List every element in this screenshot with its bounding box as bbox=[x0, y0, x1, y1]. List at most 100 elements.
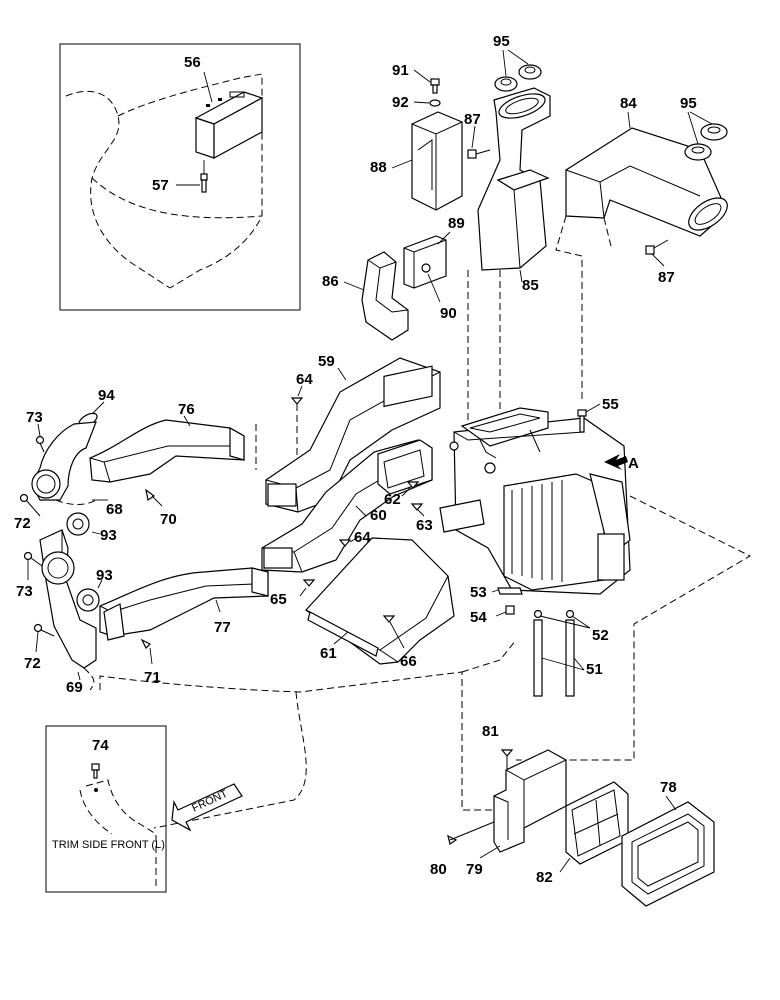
grommet-95-hole bbox=[691, 146, 705, 154]
leader bbox=[585, 403, 601, 413]
callout-73-top: 73 bbox=[26, 409, 43, 426]
assembly-line bbox=[461, 639, 517, 673]
left-duct-group: 73 94 68 72 93 76 70 6 bbox=[14, 387, 269, 696]
leader bbox=[491, 589, 499, 593]
callout-61: 61 bbox=[320, 645, 337, 662]
duct-88 bbox=[411, 111, 463, 211]
filter-case-79 bbox=[493, 749, 567, 853]
hvac-unit-edge bbox=[453, 431, 585, 441]
grommet-95 bbox=[684, 143, 712, 161]
grommet-95 bbox=[518, 64, 542, 80]
leader bbox=[91, 401, 105, 415]
evaporator-fins bbox=[511, 480, 563, 582]
washer-92 bbox=[429, 99, 441, 107]
duct-59-outlet bbox=[383, 365, 433, 408]
screw-70 bbox=[145, 488, 156, 501]
assembly-line bbox=[83, 667, 95, 691]
bolt-91-shank bbox=[432, 84, 438, 94]
leader bbox=[349, 535, 361, 543]
panel-outline-right bbox=[117, 73, 263, 289]
leader bbox=[183, 415, 191, 427]
leader bbox=[427, 273, 441, 303]
hvac-unit-top-port-inner bbox=[469, 413, 541, 433]
bracket-89 bbox=[403, 235, 447, 289]
screw-74-shank bbox=[93, 769, 98, 779]
screw-57-head bbox=[200, 173, 208, 181]
clamp-52 bbox=[533, 609, 543, 619]
leader bbox=[507, 49, 529, 65]
bolt-87 bbox=[645, 245, 655, 255]
leader bbox=[571, 615, 591, 629]
duct-84-edge bbox=[565, 165, 701, 197]
hvac-fitting bbox=[484, 462, 496, 474]
leader bbox=[539, 615, 591, 629]
duct-84 bbox=[565, 127, 723, 237]
leader bbox=[479, 845, 501, 859]
screw-64 bbox=[338, 539, 352, 547]
leader bbox=[413, 69, 431, 83]
callout-87-right: 87 bbox=[658, 269, 675, 286]
leader bbox=[299, 587, 307, 597]
duct-60-outlet bbox=[377, 439, 433, 495]
controller-button bbox=[218, 98, 222, 101]
leader bbox=[502, 49, 507, 77]
callout-93-bottom: 93 bbox=[96, 567, 113, 584]
screw-64 bbox=[290, 397, 304, 405]
screw-62 bbox=[406, 481, 420, 489]
leader bbox=[495, 611, 507, 617]
bolt-87-shank bbox=[653, 239, 669, 249]
callout-51: 51 bbox=[586, 661, 603, 678]
screw-90 bbox=[421, 263, 431, 273]
filter-frame-78-inner bbox=[631, 813, 705, 895]
drain-hose-51 bbox=[565, 619, 575, 697]
callout-92: 92 bbox=[392, 94, 409, 111]
grommet-95 bbox=[494, 76, 518, 92]
evaporator-core bbox=[503, 473, 605, 591]
trim-outline bbox=[85, 779, 157, 888]
grommet-93-hole bbox=[82, 594, 94, 606]
bolt-54 bbox=[505, 605, 515, 615]
clamp-52 bbox=[565, 609, 575, 619]
controller-button bbox=[206, 104, 210, 107]
hvac-unit-top-port bbox=[460, 407, 549, 447]
leader bbox=[519, 269, 523, 283]
leader bbox=[37, 423, 41, 437]
leader bbox=[541, 657, 585, 671]
inset-trim-side: 74 TRIM SIDE FRONT (L) bbox=[45, 725, 167, 893]
callout-71: 71 bbox=[144, 669, 161, 686]
filter-82-mesh bbox=[573, 813, 619, 835]
front-arrow-icon bbox=[171, 783, 243, 832]
leader bbox=[437, 231, 451, 245]
leader bbox=[389, 621, 405, 649]
duct-84-outlet bbox=[688, 197, 728, 231]
screw-57-shank bbox=[201, 179, 207, 193]
screw-74 bbox=[91, 763, 100, 771]
hvac-pipes bbox=[479, 429, 541, 459]
callout-65: 65 bbox=[270, 591, 287, 608]
inset-caption: TRIM SIDE FRONT (L) bbox=[52, 839, 165, 851]
filter-case-edge bbox=[493, 795, 509, 840]
blower-outlet bbox=[597, 533, 625, 581]
duct-69-ring bbox=[41, 551, 75, 585]
duct-84-outlet-inner bbox=[694, 203, 722, 225]
leader bbox=[77, 671, 81, 681]
leader bbox=[651, 253, 665, 267]
filter-group: 81 79 80 82 78 bbox=[430, 723, 715, 907]
upper-duct-group: 91 92 88 89 90 86 95 bbox=[322, 33, 728, 420]
callout-56: 56 bbox=[184, 54, 201, 71]
screw-73-shank bbox=[39, 442, 45, 453]
bolt-91 bbox=[430, 78, 440, 86]
callout-64-top: 64 bbox=[296, 371, 313, 388]
duct-61-grille bbox=[307, 611, 379, 657]
screw-80 bbox=[447, 834, 458, 845]
callout-54: 54 bbox=[470, 609, 487, 626]
duct-86-edge bbox=[367, 259, 409, 313]
leader bbox=[627, 111, 631, 129]
front-arrow: FRONT bbox=[171, 783, 243, 832]
screw-73 bbox=[23, 551, 33, 561]
duct-68-ring bbox=[31, 469, 61, 499]
assembly-line bbox=[516, 495, 752, 761]
controller-display bbox=[229, 91, 245, 98]
controller-front bbox=[195, 117, 215, 159]
